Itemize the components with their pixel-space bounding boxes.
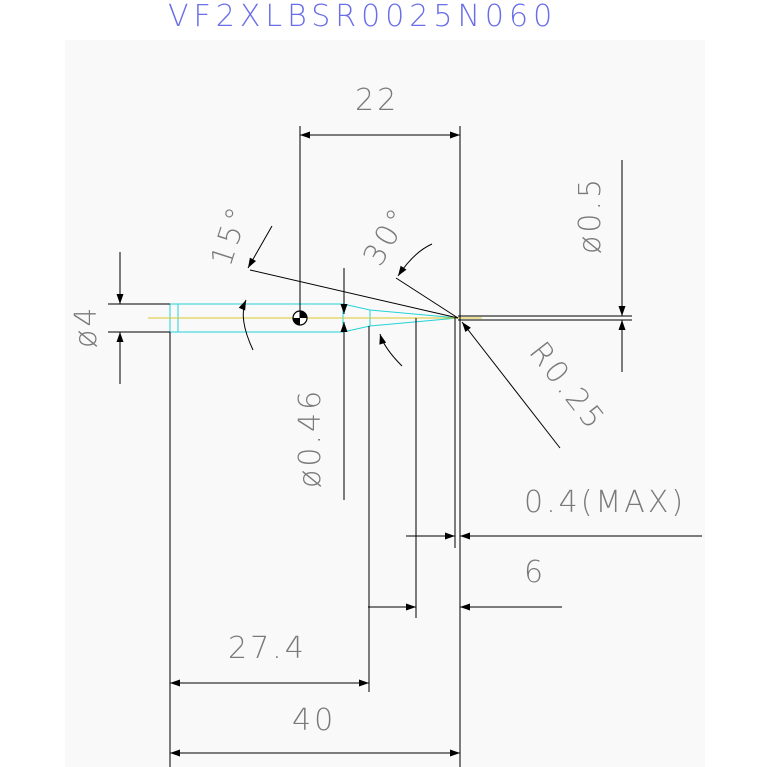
dim-6: 6 — [368, 318, 562, 618]
dim-neck-diameter-label: ø0.46 — [293, 388, 328, 488]
dim-27-4: 27.4 — [169, 326, 370, 767]
dim-shank-diameter: ø4 — [69, 252, 170, 384]
dim-40-label: 40 — [292, 703, 336, 738]
drawing-sheet — [65, 40, 705, 767]
dim-shank-diameter-label: ø4 — [69, 305, 104, 348]
dim-tip-diameter-label: ø0.5 — [573, 176, 608, 254]
dim-27-4-label: 27.4 — [228, 631, 307, 666]
dim-flute-max-label: 0.4(MAX) — [524, 485, 686, 520]
dim-tip-diameter: ø0.5 — [458, 160, 632, 372]
dim-6-label: 6 — [524, 555, 546, 590]
dim-40: 40 — [170, 703, 460, 757]
dim-neck-diameter: ø0.46 — [293, 268, 348, 500]
dim-flute-max: 0.4(MAX) — [406, 318, 702, 548]
dim-22: 22 — [299, 83, 461, 767]
part-number-title: VF2XLBSR0025N060 — [168, 0, 557, 34]
dim-22-label: 22 — [355, 83, 399, 118]
